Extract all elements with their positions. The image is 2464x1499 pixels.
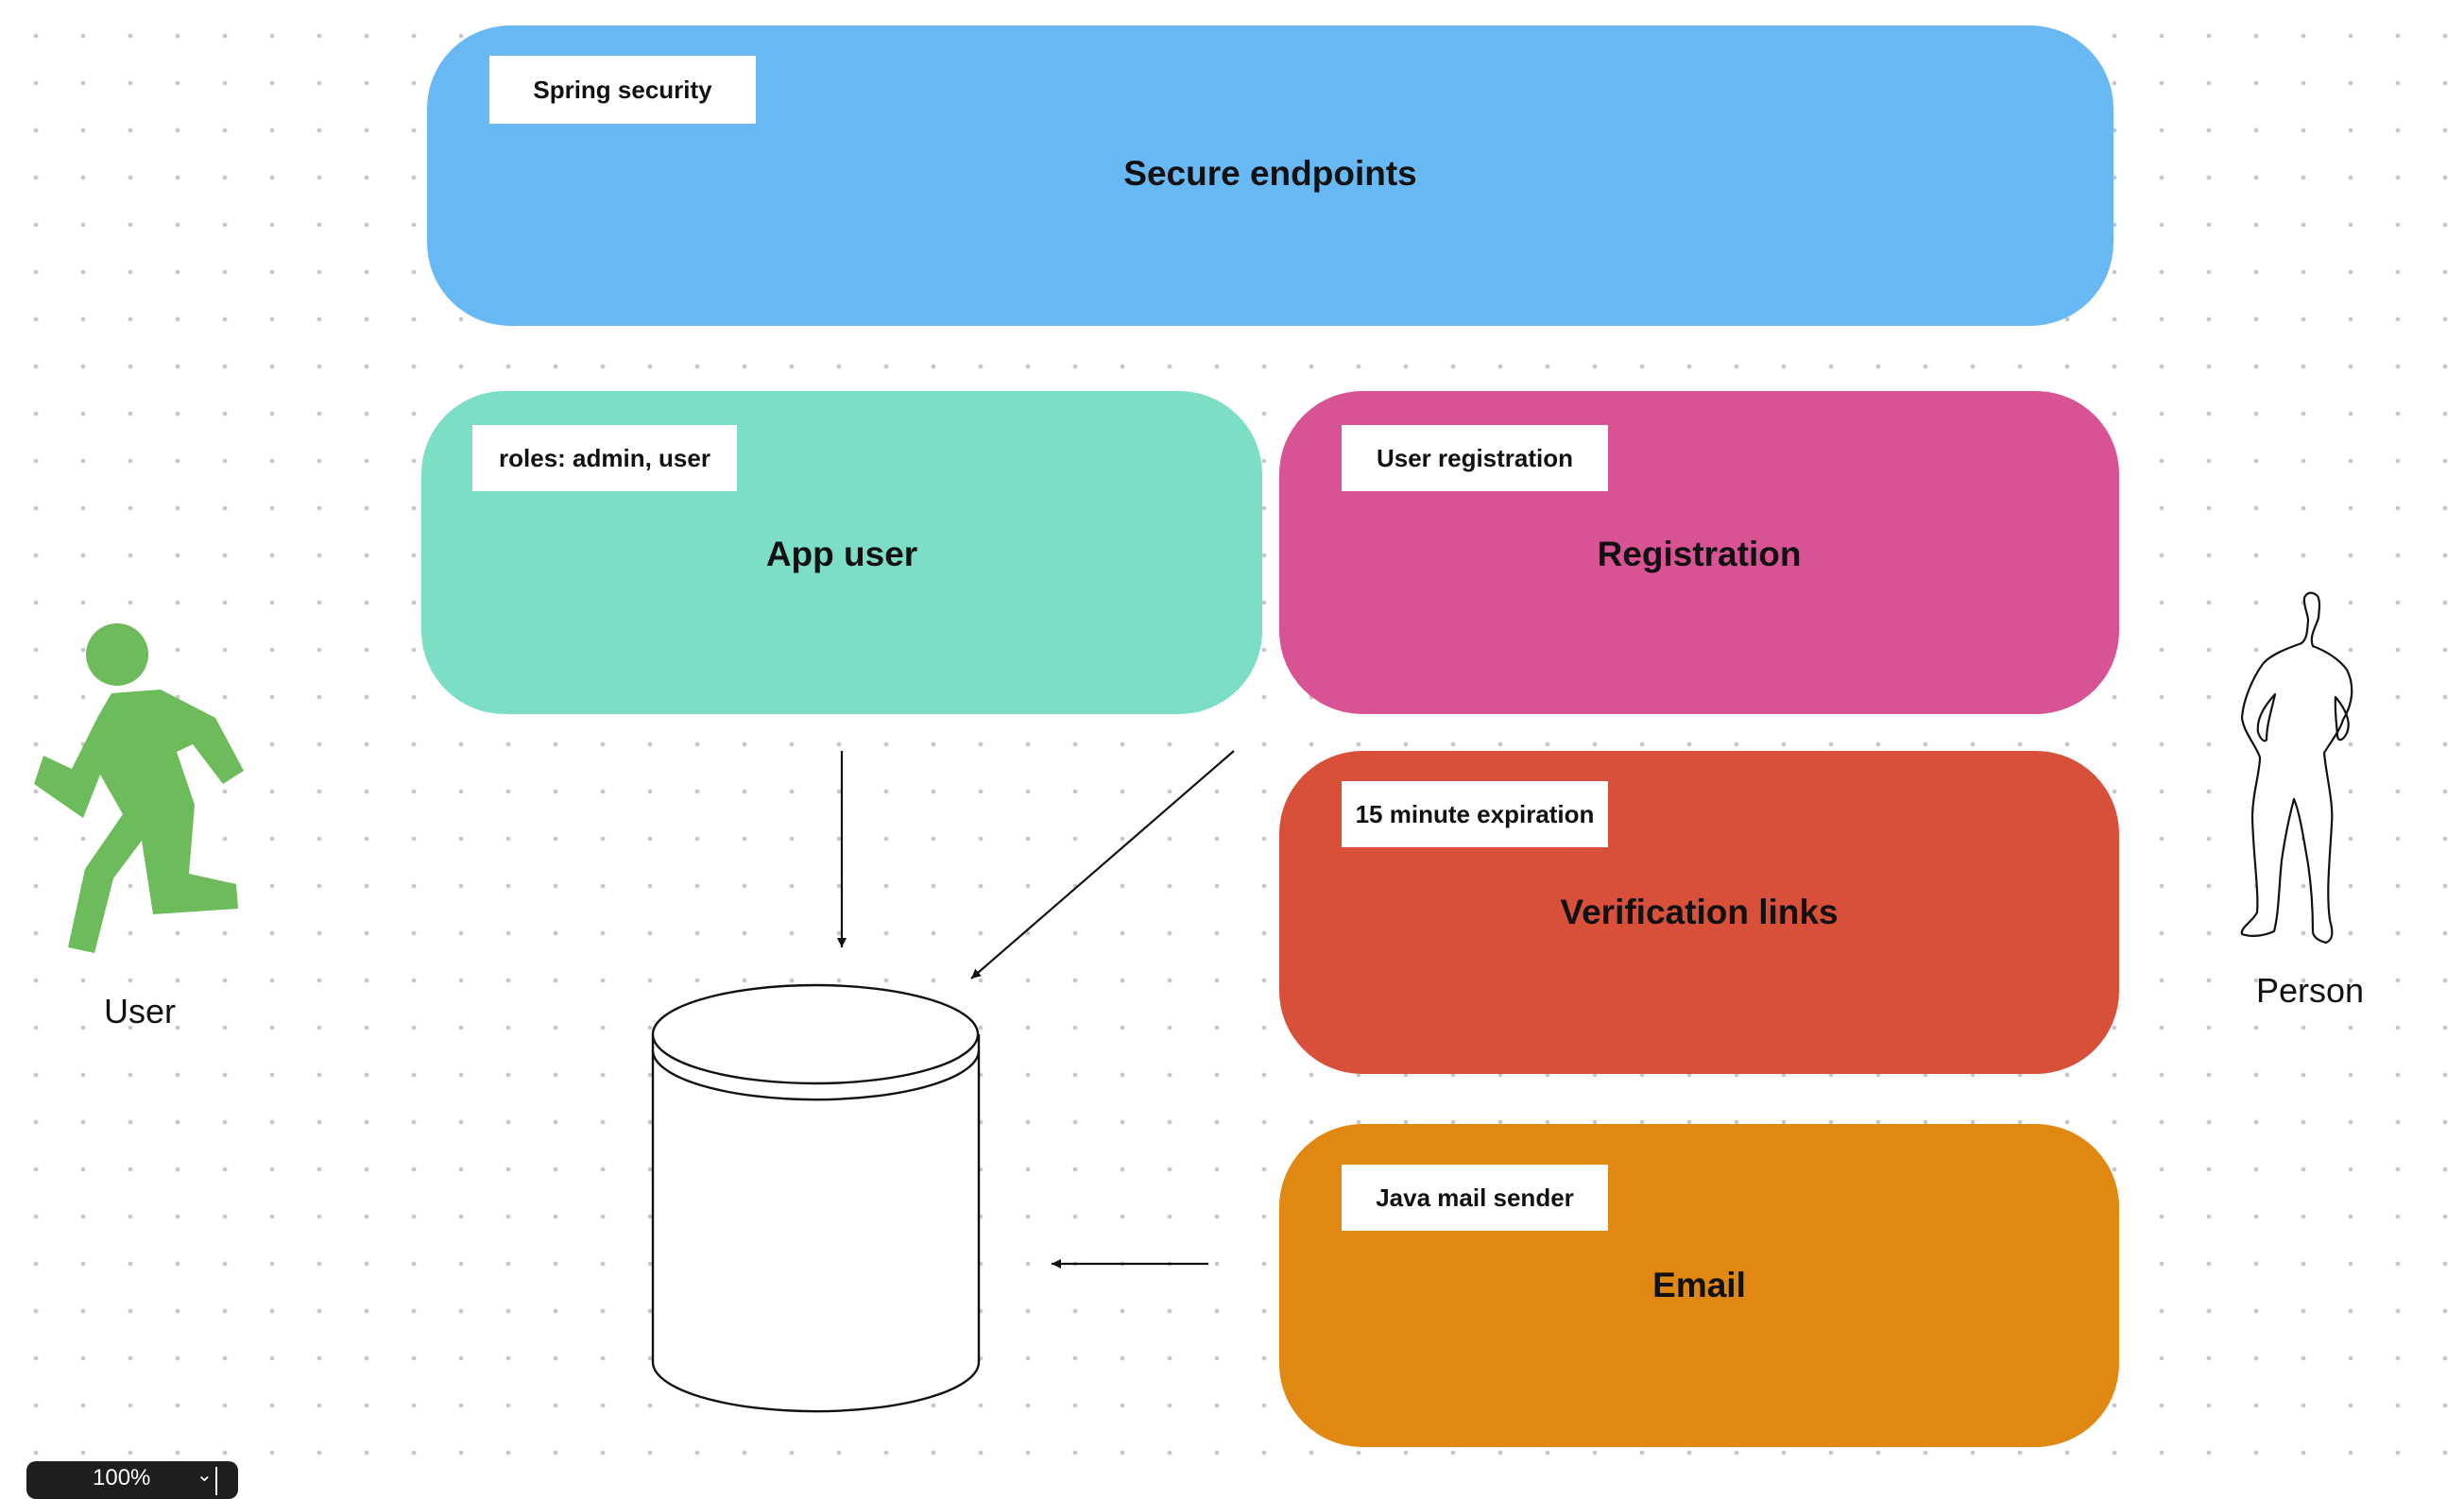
secure-endpoints-title: Secure endpoints (1123, 154, 1417, 193)
arrow-registration-to-database[interactable] (970, 750, 1235, 979)
app-user-block[interactable]: roles: admin, user App user (421, 391, 1262, 714)
verification-links-title: Verification links (1560, 893, 1839, 931)
registration-title: Registration (1597, 535, 1802, 573)
zoom-control[interactable]: 100% ⌄ (26, 1461, 238, 1499)
expiration-tag: 15 minute expiration (1342, 781, 1608, 847)
verification-links-block[interactable]: 15 minute expiration Verification links (1279, 751, 2119, 1074)
spring-security-tag: Spring security (489, 56, 756, 124)
zoom-divider (215, 1467, 217, 1495)
email-title: Email (1652, 1266, 1746, 1304)
email-block[interactable]: Java mail sender Email (1279, 1124, 2119, 1447)
app-user-title: App user (765, 535, 918, 573)
user-actor-label: User (104, 992, 177, 1031)
secure-endpoints-block[interactable]: Spring security Secure endpoints (427, 26, 2113, 326)
java-mail-sender-tag: Java mail sender (1342, 1165, 1608, 1231)
chevron-down-icon[interactable]: ⌄ (197, 1465, 213, 1486)
user-registration-tag: User registration (1342, 425, 1608, 491)
roles-tag: roles: admin, user (472, 425, 737, 491)
zoom-value: 100% (93, 1465, 151, 1490)
person-actor-label: Person (2256, 971, 2365, 1010)
registration-block[interactable]: User registration Registration (1279, 391, 2119, 714)
